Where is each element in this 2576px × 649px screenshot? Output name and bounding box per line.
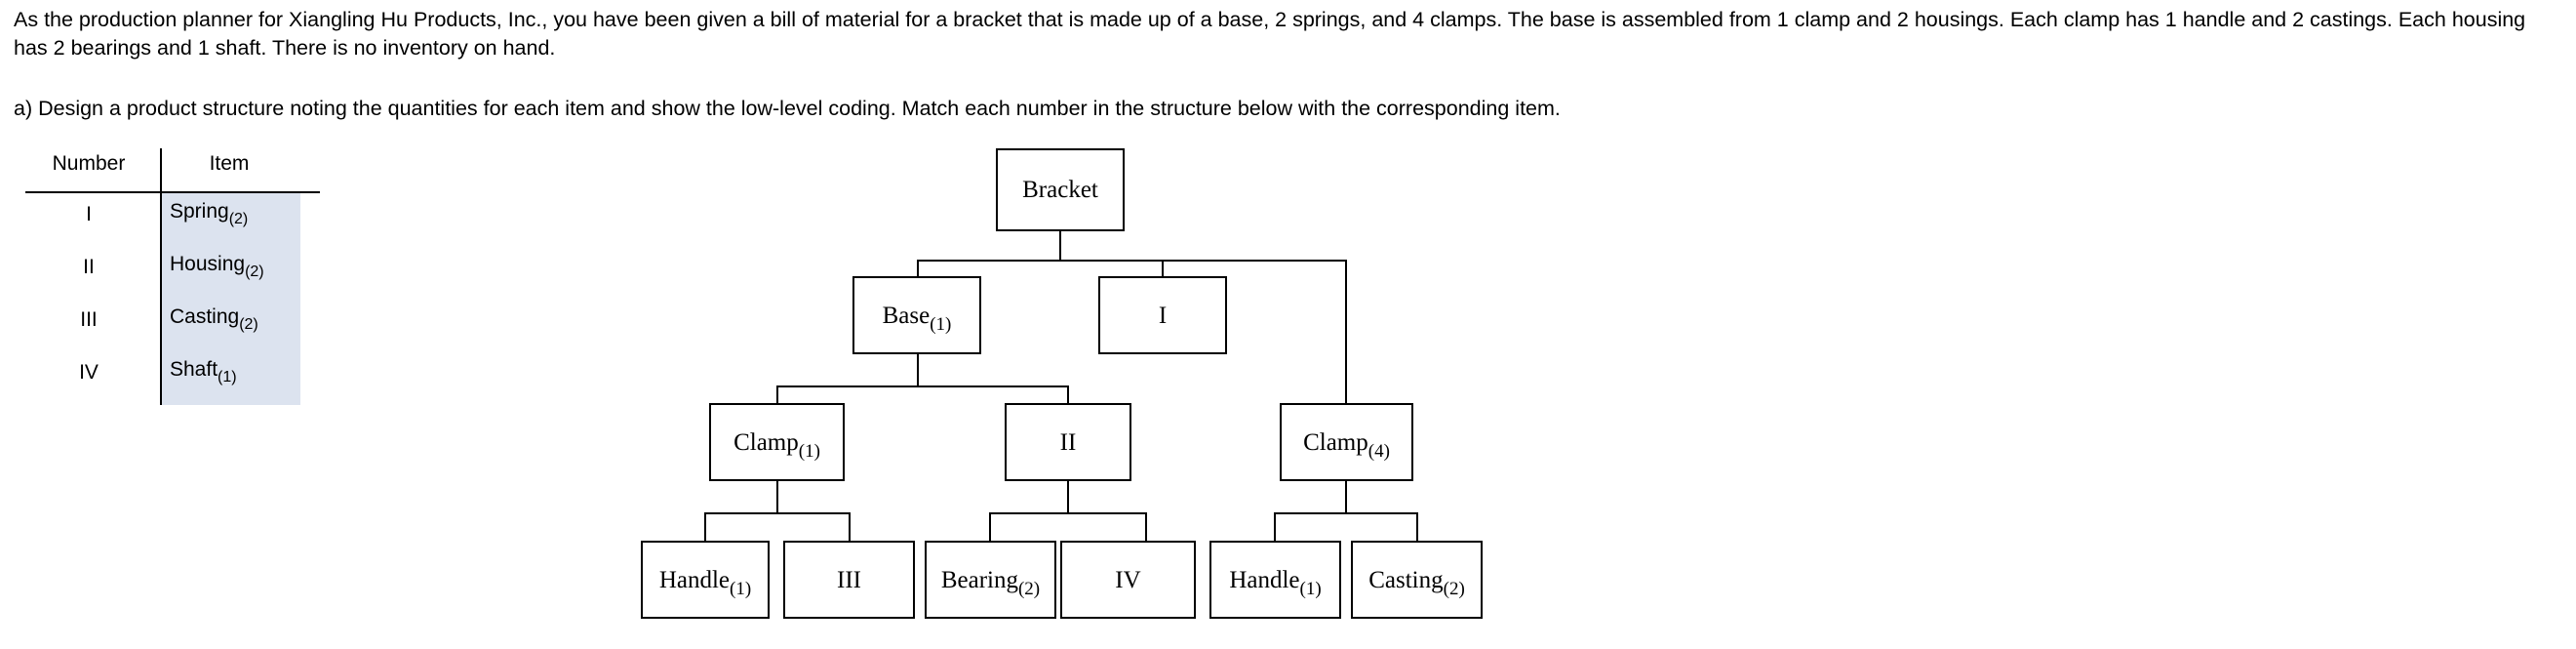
tree-edge <box>1274 512 1276 541</box>
node-label: Handle(1) <box>1229 566 1322 599</box>
legend-item-label: Casting <box>170 305 240 328</box>
table-row: II Housing(2) <box>18 248 310 294</box>
tree-edge <box>1067 481 1069 513</box>
legend-horizontal-rule <box>25 191 320 193</box>
tree-edge <box>1416 512 1418 541</box>
tree-edge <box>989 512 1146 514</box>
tree-node-roman-iv[interactable]: IV <box>1060 541 1196 619</box>
legend-item-qty: (2) <box>228 211 249 227</box>
table-row: III Casting(2) <box>18 301 310 346</box>
tree-node-roman-iii[interactable]: III <box>783 541 915 619</box>
tree-edge <box>1274 512 1417 514</box>
legend-number: III <box>80 308 98 331</box>
legend-item: Shaft(1) <box>170 357 237 385</box>
legend-number: I <box>86 203 92 225</box>
node-label: I <box>1158 302 1168 329</box>
legend-item-qty: (2) <box>239 316 258 333</box>
tree-edge <box>1067 385 1069 403</box>
tree-node-handle-1[interactable]: Handle(1) <box>641 541 770 619</box>
legend-header-item: Item <box>209 152 250 175</box>
tree-node-base[interactable]: Base(1) <box>852 276 981 354</box>
legend-item: Casting(2) <box>170 304 258 333</box>
table-row: IV Shaft(1) <box>18 353 310 399</box>
node-label: Casting(2) <box>1368 566 1465 599</box>
node-label: Clamp(4) <box>1303 428 1390 462</box>
tree-node-roman-i[interactable]: I <box>1098 276 1227 354</box>
tree-node-handle-2[interactable]: Handle(1) <box>1209 541 1341 619</box>
legend-table: Number Item I Spring(2) II Housing(2) II… <box>18 148 320 412</box>
legend-item-label: Housing <box>170 253 246 275</box>
tree-node-clamp-1[interactable]: Clamp(1) <box>709 403 845 481</box>
node-label: Clamp(1) <box>733 428 820 462</box>
tree-node-bracket[interactable]: Bracket <box>996 148 1125 231</box>
problem-statement: As the production planner for Xiangling … <box>14 8 2526 60</box>
tree-edge <box>776 481 778 513</box>
node-label: IV <box>1115 566 1141 593</box>
node-label: Bracket <box>1022 177 1098 203</box>
question-a-text: a) Design a product structure noting the… <box>14 97 1561 120</box>
tree-edge <box>917 354 919 386</box>
node-label: Base(1) <box>882 302 952 335</box>
tree-edge <box>704 512 850 514</box>
tree-node-roman-ii[interactable]: II <box>1005 403 1131 481</box>
tree-edge <box>1059 231 1061 261</box>
tree-edge <box>1345 260 1347 403</box>
legend-item-label: Spring <box>170 200 229 223</box>
legend-header-row: Number Item <box>18 148 310 191</box>
node-label: III <box>837 566 861 593</box>
tree-edge <box>704 512 706 541</box>
tree-edge <box>849 512 851 541</box>
tree-edge <box>776 385 778 403</box>
tree-edge <box>917 260 919 277</box>
node-label: Bearing(2) <box>940 566 1041 599</box>
tree-edge <box>776 385 1067 387</box>
tree-edge <box>1162 260 1164 277</box>
legend-item-qty: (1) <box>218 369 237 385</box>
tree-edge <box>1145 512 1147 541</box>
legend-number: II <box>83 256 95 278</box>
legend-item-label: Shaft <box>170 358 218 381</box>
tree-node-casting-2[interactable]: Casting(2) <box>1351 541 1483 619</box>
node-label: Handle(1) <box>658 566 752 599</box>
table-row: I Spring(2) <box>18 195 310 241</box>
tree-edge <box>917 260 1346 262</box>
tree-edge <box>989 512 991 541</box>
legend-vertical-rule <box>160 148 162 405</box>
node-label: II <box>1059 428 1077 456</box>
tree-node-clamp-4[interactable]: Clamp(4) <box>1280 403 1413 481</box>
tree-edge <box>1345 481 1347 513</box>
tree-node-bearing-2[interactable]: Bearing(2) <box>925 541 1056 619</box>
item-column-highlight <box>162 192 300 405</box>
legend-item: Housing(2) <box>170 252 264 280</box>
legend-number: IV <box>79 361 99 384</box>
legend-item-qty: (2) <box>245 264 264 280</box>
legend-header-number: Number <box>52 152 126 175</box>
legend-item: Spring(2) <box>170 199 249 227</box>
